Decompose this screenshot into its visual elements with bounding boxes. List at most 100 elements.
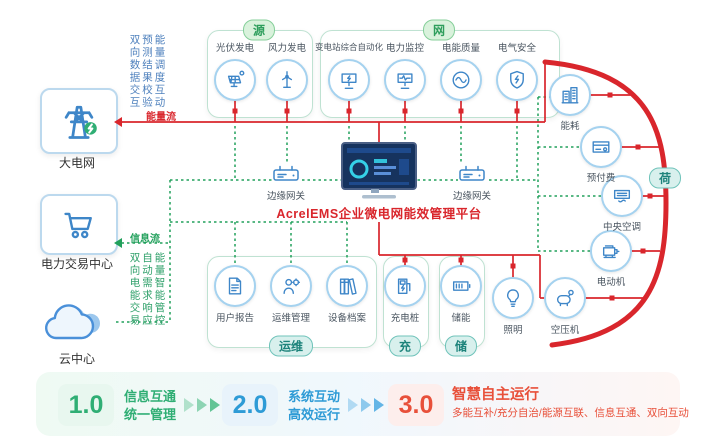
legend-text-3: 智慧自主运行 多能互补/充分自治/能源互联、信息互通、双向互动 (452, 386, 689, 422)
legend-text-1: 信息互通 统一管理 (124, 388, 176, 424)
maintenance-icon (283, 278, 301, 295)
electric-safety-icon (510, 70, 524, 89)
node-archive (326, 265, 368, 307)
node-maintenance (270, 265, 312, 307)
info-flow-label: 信息流 (130, 234, 160, 245)
note-line: 自动需求响应 (141, 252, 153, 327)
junction-squares (232, 92, 653, 301)
battery-icon (452, 281, 471, 291)
node-compressor (544, 277, 586, 319)
legend-line: 统一管理 (124, 407, 177, 422)
node-lighting (492, 277, 534, 319)
tab-source: 源 (242, 19, 276, 41)
node-trading-center (40, 194, 118, 255)
legend-line: 信息互通 (124, 389, 177, 404)
label-power-quality: 电能质量 (441, 43, 481, 54)
archive-icon (339, 278, 357, 295)
label-pv: 光伏发电 (215, 43, 255, 54)
label-cloud-center: 云中心 (58, 352, 96, 366)
energy-flow-arrow-icon (114, 117, 122, 127)
cloud-icon (45, 304, 101, 340)
node-cloud-center (42, 296, 112, 349)
label-user-report: 用户报告 (215, 313, 255, 324)
power-monitor-icon (397, 73, 413, 89)
node-charging-pile (384, 265, 426, 307)
node-electric-safety (496, 59, 538, 101)
charging-pile-icon (397, 278, 411, 295)
label-energy-consumption: 能耗 (560, 121, 580, 132)
legend-line: 系统互动 (288, 389, 341, 404)
label-wind: 风力发电 (267, 43, 307, 54)
chevron-arrows-icon (184, 398, 220, 412)
hvac-icon (613, 189, 631, 203)
node-main-grid (40, 88, 118, 154)
label-edge-gateway-right: 边缘网关 (452, 191, 492, 202)
legend-line: 智慧自主运行 (452, 387, 539, 403)
legend-line: 多能互补/充分自治/能源互联、信息互通、双向互动 (452, 407, 689, 419)
tab-om: 运维 (268, 335, 314, 357)
note-line: 能量调度互动 (153, 34, 166, 109)
energy-flow-label: 能量流 (146, 112, 176, 123)
label-maintenance: 运维管理 (271, 313, 311, 324)
legend-line: 高效运行 (288, 407, 341, 422)
label-main-grid: 大电网 (58, 156, 96, 170)
legend-band (36, 372, 680, 436)
legend-version-2: 2.0 (222, 384, 278, 426)
top-flow-notes: 双向数据交互 预测结果校验 能量调度互动 (127, 34, 167, 109)
label-substation: 变电站综合自动化 (314, 42, 384, 52)
gateway-icon (273, 165, 299, 181)
node-energy-consumption (549, 74, 591, 116)
note-line: 双向数据交互 (128, 34, 141, 109)
node-hvac (601, 175, 643, 217)
substation-icon (341, 73, 357, 89)
bottom-flow-notes: 双向电能交易 自动需求响应 能量智能管控 (127, 252, 167, 327)
tab-charge: 充 (388, 335, 422, 357)
node-user-report (214, 265, 256, 307)
chevron-arrows-icon (348, 398, 384, 412)
node-motor (590, 230, 632, 272)
gateway-icon (459, 165, 485, 181)
label-lighting: 照明 (503, 325, 523, 336)
label-trading-center: 电力交易中心 (40, 257, 114, 271)
label-charging-pile: 充电桩 (390, 313, 420, 324)
label-prepaid: 预付费 (586, 173, 616, 184)
node-storage (440, 265, 482, 307)
note-line: 预测结果校验 (141, 34, 153, 109)
cart-icon (64, 212, 92, 238)
platform-monitor (341, 142, 417, 205)
node-pv (214, 59, 256, 101)
node-power-quality (440, 59, 482, 101)
motor-icon (602, 245, 620, 259)
compressor-icon (556, 289, 574, 307)
label-electric-safety: 电气安全 (497, 43, 537, 54)
label-compressor: 空压机 (550, 325, 580, 336)
solar-panel-icon (227, 70, 245, 88)
transmission-tower-icon (64, 105, 97, 139)
note-line: 能量智能管控 (153, 252, 166, 327)
bulb-icon (507, 289, 519, 307)
dashboard-screen-icon (341, 142, 417, 199)
tab-grid: 网 (422, 19, 456, 41)
report-icon (228, 277, 242, 295)
legend-version-3: 3.0 (388, 384, 444, 426)
platform-title: AcrelEMS企业微电网能效管理平台 (276, 207, 482, 221)
node-wind (266, 59, 308, 101)
node-prepaid (580, 126, 622, 168)
node-power-monitor (384, 59, 426, 101)
label-hvac: 中央空调 (602, 222, 642, 233)
load-arc (542, 59, 669, 348)
edge-gateway-left (272, 162, 300, 189)
label-archive: 设备档案 (327, 313, 367, 324)
node-substation (328, 59, 370, 101)
info-flow-arrow-icon (114, 238, 122, 248)
energy-flow-lines (115, 62, 664, 299)
wind-turbine-icon (281, 71, 293, 89)
label-motor: 电动机 (596, 277, 626, 288)
legend-version-1: 1.0 (58, 384, 114, 426)
label-storage: 储能 (451, 313, 471, 324)
tab-load: 荷 (648, 167, 682, 189)
edge-gateway-right (458, 162, 486, 189)
label-edge-gateway-left: 边缘网关 (266, 191, 306, 202)
